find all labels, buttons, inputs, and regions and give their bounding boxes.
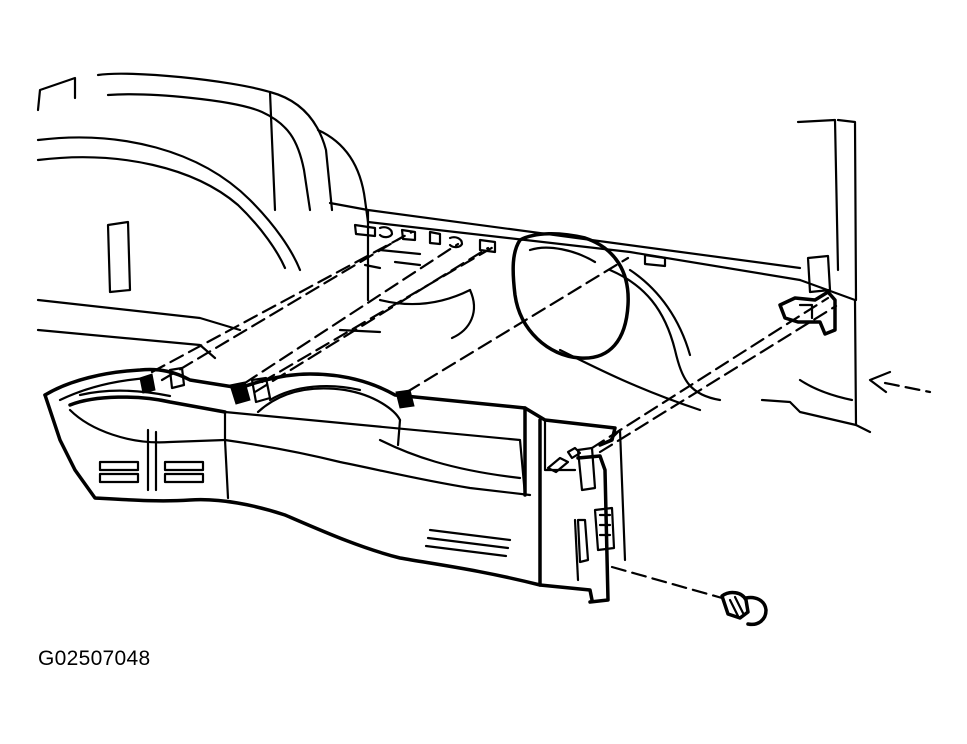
- cargo-tray: [43, 367, 627, 604]
- direction-arrow-icon: [868, 370, 932, 394]
- vent-slots-right: [424, 528, 512, 558]
- mounting-bracket-right: [778, 290, 837, 336]
- vent-slots-left: [98, 460, 205, 484]
- push-pin-retainer-icon: [720, 590, 768, 627]
- tray-tabs: [139, 366, 597, 492]
- figure-id-label: G02507048: [38, 647, 151, 670]
- alignment-guides: [150, 230, 838, 600]
